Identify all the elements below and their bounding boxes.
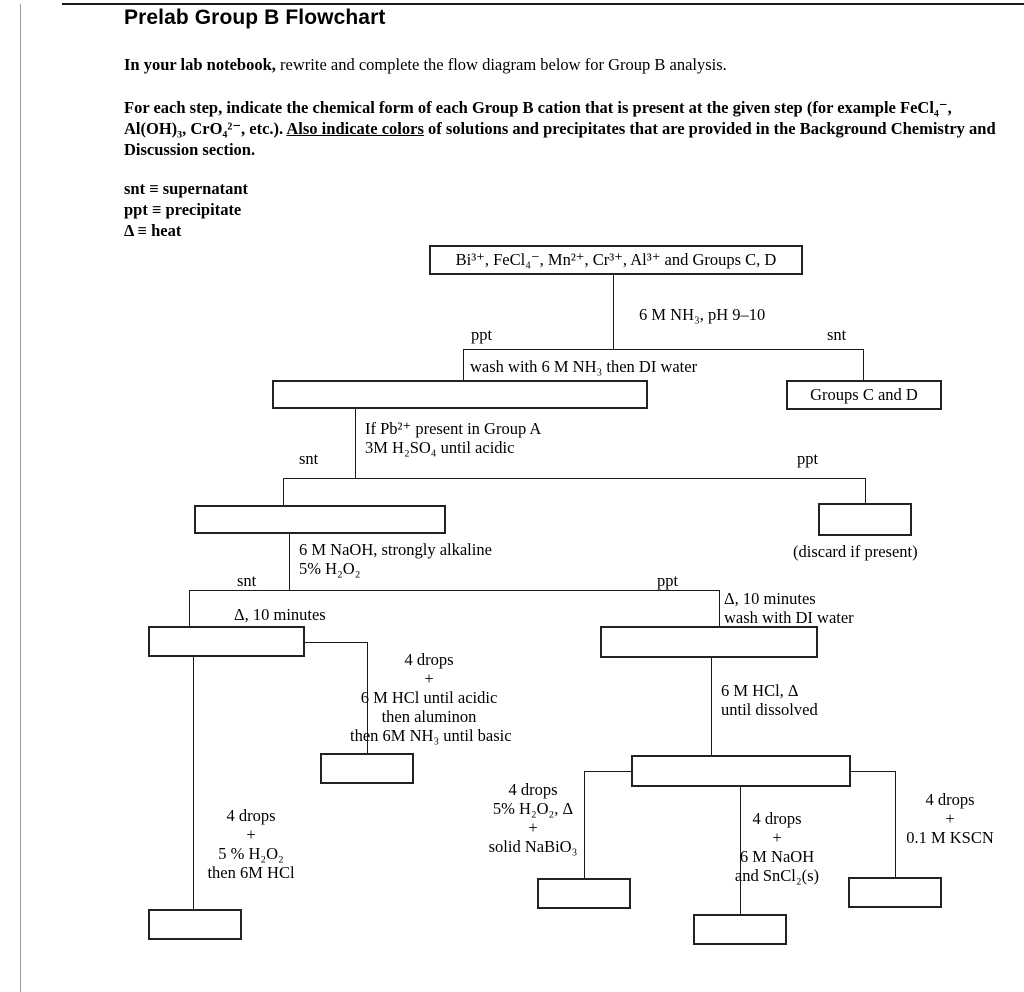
connector-fan-middle-down [740, 787, 741, 914]
intro-bold-lead: In your lab notebook, [124, 55, 276, 74]
label-snt-1: snt [827, 325, 847, 344]
node-bismuth-result [537, 878, 631, 909]
node-kscn-result [848, 877, 942, 908]
label-hcl-line-2: until dissolved [721, 700, 818, 719]
connector-level4-left-down [193, 657, 194, 909]
label-kscn-line-2: + [945, 809, 955, 828]
node-ppt-level3 [818, 503, 912, 536]
label-sncl2-line-3: 6 M NaOH [739, 847, 815, 866]
node-hcl-dissolved [631, 755, 851, 787]
legend-ppt: ppt ≡ precipitate [124, 200, 242, 219]
connector-aluminon-down [367, 642, 368, 753]
label-heat-right-line-1: Δ, 10 minutes [724, 589, 816, 608]
connector-split-1 [463, 349, 863, 350]
node-aluminon-result [320, 753, 414, 784]
legend-block: snt ≡ supernatant ppt ≡ precipitate Δ ≡ … [124, 178, 248, 241]
connector-split-2-left [283, 478, 284, 505]
label-pb-check-line-1: If Pb²⁺ present in Group A [365, 419, 542, 438]
node-cr-result [148, 909, 242, 940]
label-nh3-ph: 6 M NH₃, pH 9–10 [639, 305, 766, 324]
connector-fan-left-horizontal [584, 771, 631, 772]
label-aluminon-line-4: then aluminon [381, 707, 477, 726]
page-title: Prelab Group B Flowchart [124, 6, 386, 29]
top-rule [62, 3, 1024, 5]
legend-snt: snt ≡ supernatant [124, 179, 249, 198]
connector-level3-down [289, 534, 290, 590]
label-sncl2-line-1: 4 drops [752, 809, 802, 828]
instructions-underlined-phrase: Also indicate colors [286, 119, 424, 138]
connector-fan-right-down [895, 771, 896, 877]
connector-split-1-right [863, 349, 864, 381]
label-hcl-line-1: 6 M HCl, Δ [721, 681, 799, 700]
instructions-part-2: of solutions and precipitates that are p… [124, 119, 996, 159]
label-wash-nh3: wash with 6 M NH₃ then DI water [470, 357, 698, 376]
label-ppt-2: ppt [797, 449, 819, 468]
node-snt-level4 [148, 626, 305, 657]
connector-fan-left-down [584, 771, 585, 881]
label-kscn-line-3: 0.1 M KSCN [906, 828, 994, 847]
label-kscn-line-1: 4 drops [925, 790, 975, 809]
connector-split-2 [283, 478, 865, 479]
label-heat-10min-left: Δ, 10 minutes [234, 605, 326, 624]
node-mn-result [693, 914, 787, 945]
node-ppt-level2 [272, 380, 648, 409]
label-h2o2-hcl-line-3: 5 % H₂O₂ [218, 844, 284, 863]
connector-split-3-left [189, 590, 190, 626]
connector-split-1-left [463, 349, 464, 381]
connector-level4-right-down [711, 658, 712, 755]
connector-split-3-right [719, 590, 720, 626]
label-nabio3-line-3: + [528, 818, 538, 837]
label-aluminon-line-3: 6 M HCl until acidic [360, 688, 498, 707]
instructions-part-1: For each step, indicate the chemical for… [124, 98, 952, 138]
node-snt-level3 [194, 505, 446, 534]
label-heat-right-line-2: wash with DI water [724, 608, 854, 627]
label-aluminon-line-2: + [424, 669, 434, 688]
instructions-paragraph: For each step, indicate the chemical for… [124, 97, 1004, 160]
label-kscn: 4 drops+0.1 M KSCN [900, 790, 1000, 847]
label-ppt-1: ppt [471, 325, 493, 344]
connector-start-down [613, 275, 614, 349]
label-nabio3-line-4: solid NaBiO₃ [488, 837, 578, 856]
label-pb-check-line-2: 3M H₂SO₄ until acidic [365, 438, 515, 457]
label-snt-2: snt [299, 449, 319, 468]
connector-split-3 [189, 590, 719, 591]
label-discard-if-present: (discard if present) [793, 542, 918, 561]
label-h2o2-hcl-line-1: 4 drops [226, 806, 276, 825]
left-margin-rule [20, 4, 21, 992]
label-nabio3-line-2: 5% H₂O₂, Δ [492, 799, 574, 818]
label-naoh-line-2: 5% H₂O₂ [299, 559, 361, 578]
label-aluminon-line-1: 4 drops [404, 650, 454, 669]
label-sncl2-line-4: and SnCl₂(s) [734, 866, 820, 885]
legend-heat: Δ ≡ heat [124, 221, 182, 240]
label-h2o2-hcl-line-2: + [246, 825, 256, 844]
connector-fan-right-horizontal [851, 771, 895, 772]
node-ppt-level4 [600, 626, 818, 658]
label-naoh-line-1: 6 M NaOH, strongly alkaline [299, 540, 492, 559]
intro-paragraph: In your lab notebook, rewrite and comple… [124, 54, 954, 75]
label-aluminon-line-5: then 6M NH₃ until basic [350, 726, 512, 745]
node-groups-cd: Groups C and D [786, 380, 942, 410]
label-snt-3: snt [237, 571, 257, 590]
label-nabio3-line-1: 4 drops [508, 780, 558, 799]
label-sncl2-line-2: + [772, 828, 782, 847]
intro-rest: rewrite and complete the flow diagram be… [275, 55, 727, 74]
connector-level2-down [355, 409, 356, 478]
label-ppt-3: ppt [657, 571, 679, 590]
connector-aluminon-horizontal [305, 642, 367, 643]
label-h2o2-hcl-line-4: then 6M HCl [207, 863, 295, 882]
node-start: Bi³⁺, FeCl₄⁻, Mn²⁺, Cr³⁺, Al³⁺ and Group… [429, 245, 803, 275]
connector-split-2-right [865, 478, 866, 503]
